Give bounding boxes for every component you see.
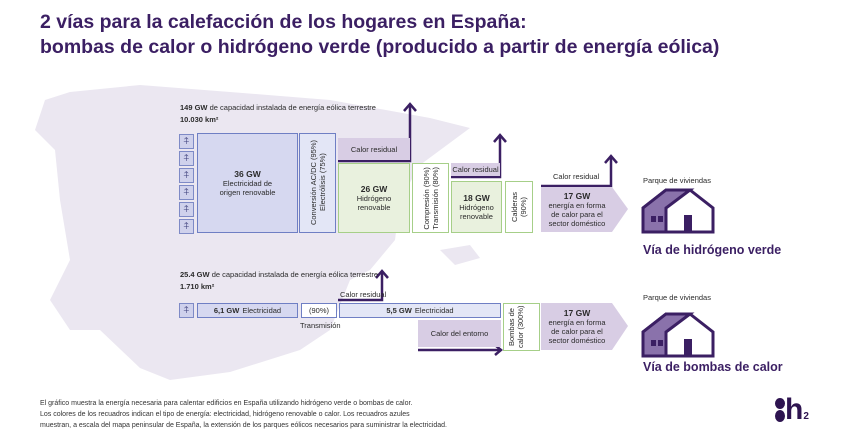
boilers-label: Calderas (90%) [510, 192, 528, 223]
compression-box: Compresión (90%)Transmisión (80%) [412, 163, 449, 233]
waste-heat-label: Calor residual [340, 290, 387, 299]
box-value: 6,1 GW [213, 306, 240, 315]
wind-turbine-icon: ⍏ [179, 151, 194, 166]
conversion-box: Conversión AC/DC (95%)Electrólisis (75%) [299, 133, 336, 233]
capacity-text: de capacidad instalada de energía eólica… [209, 103, 376, 112]
waste-heat-box-1: Calor residual [338, 138, 410, 160]
electrolysis-label: Electrólisis (75%) [317, 154, 327, 212]
h2-logo: h2 [775, 395, 809, 432]
footnote-line: El gráfico muestra la energía necesaria … [40, 400, 413, 407]
output-value: 17 GW [563, 190, 591, 201]
wind-turbine-icon: ⍏ [179, 202, 194, 217]
heatpump-area: 1.710 km² [180, 282, 215, 291]
transmission-box: (90%) [301, 303, 337, 318]
output-arrow-hydrogen [541, 187, 628, 232]
box-label: Hidrógeno renovable [356, 193, 392, 212]
footnote-line: Los colores de los recuadros indican el … [40, 411, 410, 418]
turbine-column: ⍏ ⍏ ⍏ ⍏ ⍏ ⍏ [179, 134, 194, 234]
footnote: El gráfico muestra la energía necesaria … [40, 398, 447, 431]
heat-pumps-box: Bombas de calor (300%) [503, 303, 540, 351]
capacity-value: 149 GW [180, 103, 208, 112]
logo-mark [775, 398, 785, 422]
house-icon-hydrogen [641, 188, 715, 234]
compression-label: Compresión (90%) [421, 166, 431, 230]
capacity-value: 25.4 GW [180, 270, 210, 279]
box-label: Electricidad [414, 306, 454, 315]
ambient-heat-box: Calor del entorno [418, 320, 501, 347]
title-line-1: 2 vías para la calefacción de los hogare… [40, 11, 527, 33]
waste-heat-box-2: Calor residual [451, 163, 500, 176]
housing-label: Parque de viviendas [643, 293, 711, 302]
transmission-label: Transmisión [300, 321, 341, 330]
box-value: 36 GW [234, 168, 261, 179]
wind-turbine-icon: ⍏ [179, 303, 194, 318]
heatpump-capacity: 25.4 GW de capacidad instalada de energí… [180, 270, 378, 279]
hydrogen-area: 10.030 km² [180, 115, 219, 124]
route-name-hydrogen: Vía de hidrógeno verde [643, 243, 782, 257]
title-line-2: bombas de calor o hidrógeno verde (produ… [40, 36, 720, 58]
box-value: 18 GW [463, 192, 490, 203]
output-value: 17 GW [563, 307, 591, 318]
capacity-text: de capacidad instalada de energía eólica… [211, 270, 379, 279]
house-icon-heatpump [641, 312, 715, 358]
heat-pumps-label: Bombas de calor (300%) [506, 305, 525, 349]
wind-turbine-icon: ⍏ [179, 219, 194, 234]
boilers-box: Calderas (90%) [505, 181, 533, 233]
wind-turbine-icon: ⍏ [179, 134, 194, 149]
transmission-label: Transmisión (80%) [430, 166, 440, 230]
wind-turbine-icon: ⍏ [179, 168, 194, 183]
output-label: energía en forma de calor para el sector… [548, 200, 606, 228]
hydrogen-capacity: 149 GW de capacidad instalada de energía… [180, 103, 376, 112]
box-label: Hidrógeno renovable [459, 202, 494, 221]
output-label: energía en forma de calor para el sector… [548, 317, 606, 345]
wind-turbine-icon: ⍏ [179, 185, 194, 200]
waste-heat-label-3: Calor residual [553, 172, 600, 181]
footnote-line: muestran, a escala del mapa peninsular d… [40, 422, 448, 429]
page-title: 2 vías para la calefacción de los hogare… [40, 10, 719, 60]
box-label: Electricidad de origen renovable [219, 178, 276, 197]
housing-label: Parque de viviendas [643, 176, 711, 185]
box-value: 26 GW [360, 183, 388, 194]
output-arrow-heatpump [541, 303, 628, 350]
box-label: Electricidad [242, 306, 282, 315]
box-value: 5,5 GW [386, 306, 412, 315]
conversion-label: Conversión AC/DC (95%) [308, 140, 318, 226]
route-name-heatpump: Vía de bombas de calor [643, 360, 783, 374]
